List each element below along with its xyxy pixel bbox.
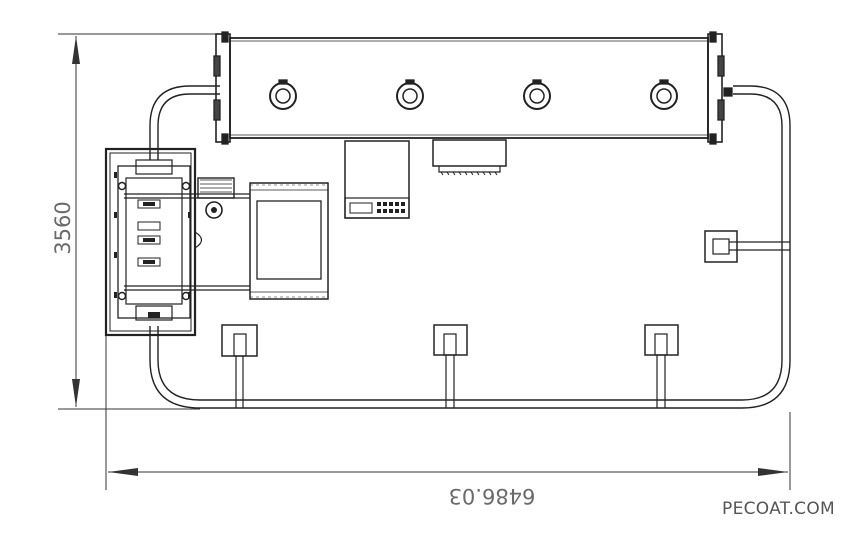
support-post-3 bbox=[644, 324, 679, 408]
cart-frame bbox=[249, 182, 329, 300]
oven-booth bbox=[213, 31, 733, 145]
support-post-2 bbox=[433, 324, 468, 408]
height-dimension: 3560 bbox=[51, 33, 222, 410]
control-panel bbox=[344, 140, 410, 219]
burner-1-icon bbox=[269, 79, 297, 110]
width-dimension-label: 6486.03 bbox=[449, 484, 536, 508]
height-dimension-label: 3560 bbox=[51, 201, 75, 254]
burner-2-icon bbox=[396, 79, 424, 110]
width-dimension: 6486.03 bbox=[105, 312, 791, 508]
burner-4-icon bbox=[650, 79, 678, 110]
side-outlet bbox=[704, 230, 790, 263]
conveyor-loop bbox=[149, 85, 791, 409]
spray-booth bbox=[104, 147, 203, 337]
burner-3-icon bbox=[523, 79, 551, 110]
exhaust-fan bbox=[432, 139, 507, 176]
watermark: PECOAT.COM bbox=[722, 499, 835, 519]
carriage-rail bbox=[124, 193, 250, 291]
support-post-1 bbox=[221, 324, 258, 408]
